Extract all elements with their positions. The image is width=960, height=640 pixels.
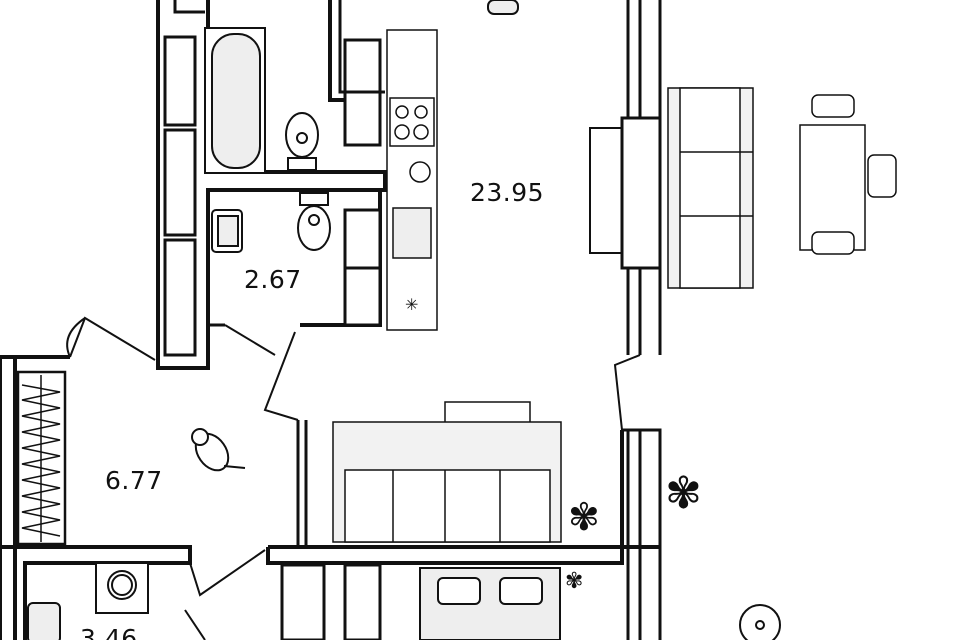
room-area-laundry-bath: 3.46: [80, 624, 138, 640]
top-fixtures: [487, 0, 519, 15]
room-area-hallway: 6.77: [105, 466, 163, 495]
sink-wc: [211, 209, 243, 253]
room-area-wc: 2.67: [244, 265, 302, 294]
lamp-icon: [739, 604, 781, 640]
dining-table: [799, 94, 897, 255]
shelving: [280, 38, 382, 640]
doors: [66, 316, 641, 640]
room-area-living-kitchen: 23.95: [470, 178, 545, 207]
hall-wardrobe: [16, 370, 67, 546]
svg-text:✾: ✾: [568, 495, 600, 539]
left-wardrobe: [163, 35, 197, 357]
washing-machine: [27, 562, 149, 640]
svg-text:✳: ✳: [405, 295, 418, 314]
toilet-wc: [297, 192, 331, 251]
tv-unit: [589, 116, 662, 270]
svg-text:✾: ✾: [565, 569, 583, 594]
toilet-bathroom: [285, 112, 319, 171]
dog-icon: [191, 428, 246, 472]
bathtub: [204, 27, 266, 174]
walls: [0, 0, 662, 640]
bed: [419, 567, 561, 640]
sofa-living: [667, 87, 754, 289]
kitchen-counter: ✳: [386, 29, 438, 331]
sofa-bedroom: [332, 401, 562, 543]
plant-icon: ✾ ✾ ✾: [565, 468, 702, 594]
svg-text:✾: ✾: [665, 468, 702, 519]
